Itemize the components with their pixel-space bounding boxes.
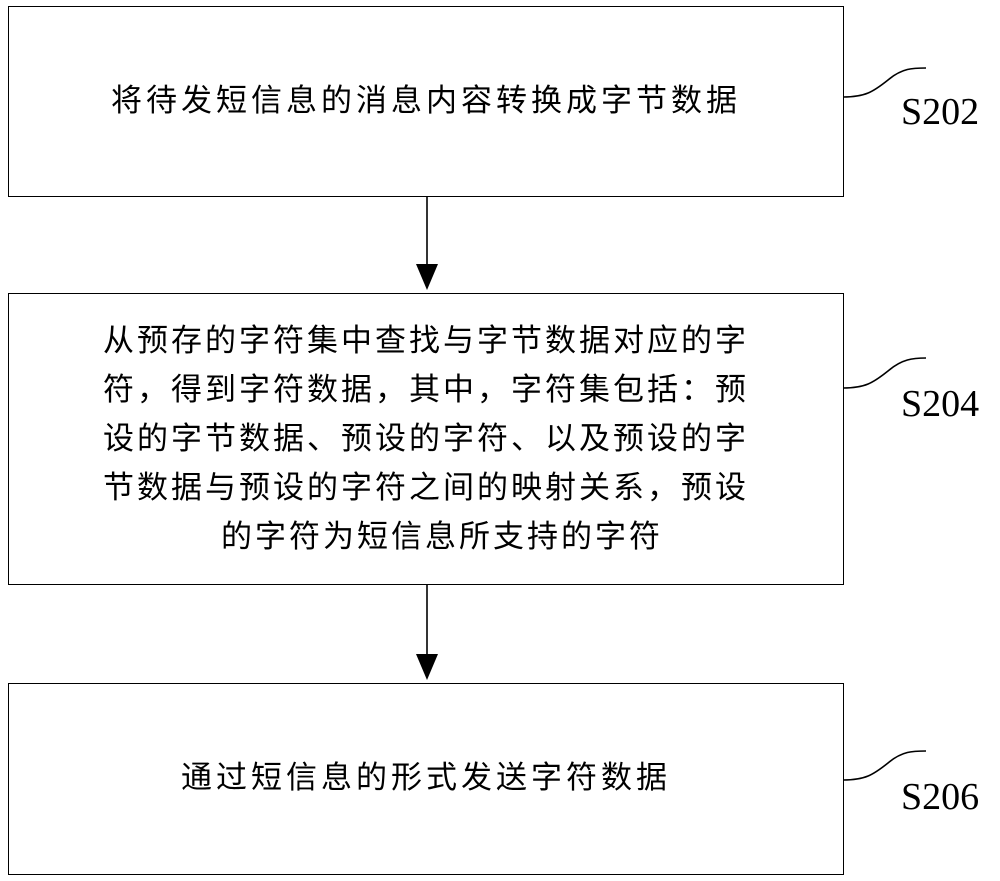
step-text-s204-line-4: 节数据与预设的字符之间的映射关系，预设	[103, 469, 749, 506]
step-label-s206: S206	[901, 776, 980, 818]
step-text-s204-line-1: 从预存的字符集中查找与字节数据对应的字	[103, 322, 749, 359]
arrow-s202-to-s204	[416, 196, 438, 290]
step-box-s206: 通过短信息的形式发送字符数据	[8, 683, 844, 875]
step-label-s202: S202	[901, 91, 980, 133]
step-text-s204: 从预存的字符集中查找与字节数据对应的字 符，得到字符数据，其中，字符集包括：预 …	[103, 317, 749, 562]
leader-line-s204	[842, 357, 927, 389]
leader-line-s206	[842, 750, 927, 781]
step-text-s204-line-2: 符，得到字符数据，其中，字符集包括：预	[103, 371, 749, 408]
step-text-s206: 通过短信息的形式发送字符数据	[181, 760, 671, 797]
arrow-s204-to-s206	[416, 584, 438, 680]
leader-line-s202	[842, 67, 927, 98]
step-text-s204-line-5: 的字符为短信息所支持的字符	[221, 518, 663, 555]
step-label-s204: S204	[901, 383, 980, 425]
step-text-s204-line-3: 设的字节数据、预设的字符、以及预设的字	[103, 420, 749, 457]
step-box-s204: 从预存的字符集中查找与字节数据对应的字 符，得到字符数据，其中，字符集包括：预 …	[8, 293, 844, 585]
step-text-s202: 将待发短信息的消息内容转换成字节数据	[111, 82, 741, 119]
step-box-s202: 将待发短信息的消息内容转换成字节数据	[8, 6, 844, 197]
